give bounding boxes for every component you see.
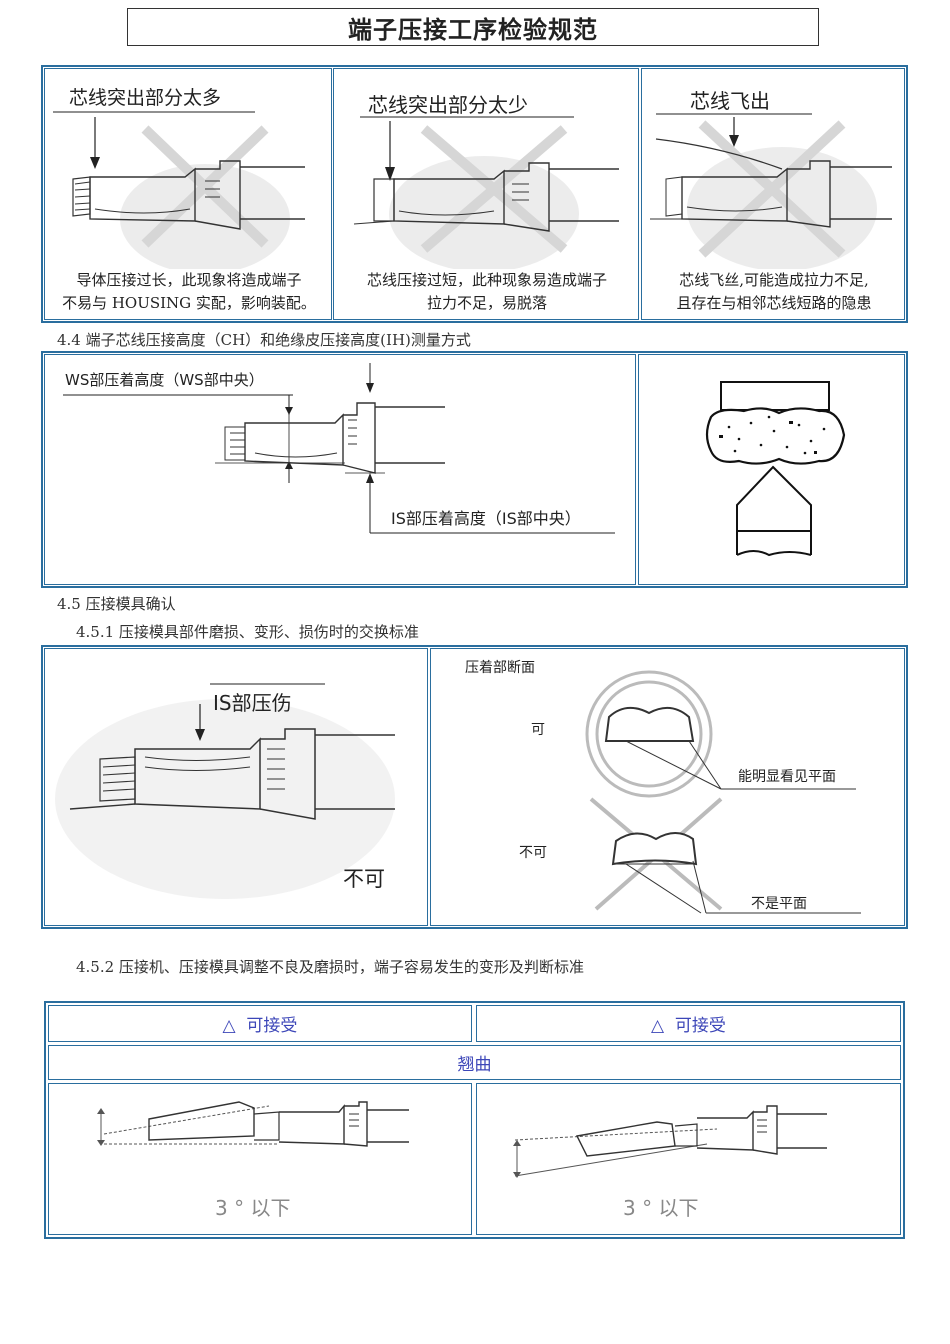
defect-cell-flying-strand: 芯线飞出 芯线飞丝,可能造成拉力不足, 且存在与相邻芯线短路的隐患 — [641, 68, 905, 320]
caption-line: 拉力不足，易脱落 — [426, 294, 547, 312]
crimp-height-diagram — [63, 363, 615, 534]
is-damage-label: IS部压伤 — [213, 691, 292, 715]
not-flat-label: 不是平面 — [751, 896, 807, 912]
flat-visible-label: 能明显看见平面 — [738, 769, 836, 785]
defect-caption: 芯线压接过短，此种现象易造成端子 拉力不足，易脱落 — [334, 269, 640, 315]
is-damage-cell: IS部压伤 不可 — [44, 648, 428, 926]
terminal-flying-strand-illustration — [650, 113, 892, 269]
warp-right-illustration — [513, 1105, 827, 1178]
warp-category-row: 翘曲 — [48, 1045, 901, 1080]
page-title: 端子压接工序检验规范 — [127, 8, 819, 46]
deformation-table — [44, 1001, 905, 1239]
measurement-diagram-cell: WS部压着高度（WS部中央） IS部压着高度（IS部中央） — [44, 354, 636, 585]
micrometer-cell — [638, 354, 905, 585]
is-damage-illustration — [55, 683, 395, 899]
terminal-too-long-illustration — [53, 111, 305, 269]
section-heading-4-5-2: 4.5.2 压接机、压接模具调整不良及磨损时，端子容易发生的变形及判断标准 — [76, 958, 584, 976]
caption-line: 芯线压接过短，此种现象易造成端子 — [366, 271, 607, 289]
acceptable-header-right: △ 可接受 — [476, 1005, 901, 1042]
angle-note: 3 ° 以下 — [623, 1196, 699, 1220]
caption-line: 不易与 HOUSING 实配，影响装配。 — [62, 294, 316, 312]
defect-caption: 芯线飞丝,可能造成拉力不足, 且存在与相邻芯线短路的隐患 — [642, 269, 906, 315]
caption-line: 导体压接过长，此现象将造成端子 — [76, 271, 302, 289]
defect-cell-too-short: 芯线突出部分太少 芯线压接过短，此种现象易造成端子 拉力不足，易脱落 — [333, 68, 639, 320]
warp-example-left: 3 ° 以下 — [48, 1083, 472, 1235]
acceptable-header-left: △ 可接受 — [48, 1005, 472, 1042]
defect-label: 芯线突出部分太少 — [368, 93, 528, 117]
not-ok-small-label: 不可 — [519, 845, 547, 861]
die-check-frame — [41, 645, 908, 929]
cross-section-cell: 压着部断面 可 能明显看见平面 不可 不是平面 — [430, 648, 905, 926]
cross-section-title: 压着部断面 — [465, 660, 535, 676]
section-heading-4-5: 4.5 压接模具确认 — [57, 595, 176, 613]
caption-line: 芯线飞丝,可能造成拉力不足, — [679, 271, 869, 289]
warp-example-right: 3 ° 以下 — [476, 1083, 901, 1235]
warp-left-illustration — [97, 1101, 409, 1147]
caption-line: 且存在与相邻芯线短路的隐患 — [676, 294, 872, 312]
section-heading-4-4: 4.4 端子芯线压接高度（CH）和绝缘皮压接高度(IH)测量方式 — [57, 331, 471, 349]
defect-table — [41, 65, 908, 323]
not-ok-label: 不可 — [343, 867, 385, 891]
defect-label: 芯线飞出 — [690, 89, 770, 113]
terminal-too-short-illustration — [353, 116, 619, 269]
micrometer-measurement-icon — [705, 381, 846, 557]
defect-cell-too-long: 芯线突出部分太多 导体压接过长，此现象将造成端子 不易与 HOUSING 实配，… — [44, 68, 332, 320]
section-heading-4-5-1: 4.5.1 压接模具部件磨损、变形、损伤时的交换标准 — [76, 623, 419, 641]
defect-caption: 导体压接过长，此现象将造成端子 不易与 HOUSING 实配，影响装配。 — [45, 269, 333, 315]
cross-section-diagram — [585, 670, 861, 914]
ok-label: 可 — [531, 722, 545, 738]
ws-crimp-height-label: WS部压着高度（WS部中央） — [65, 371, 264, 389]
angle-note: 3 ° 以下 — [215, 1196, 291, 1220]
defect-label: 芯线突出部分太多 — [69, 87, 222, 109]
measurement-frame — [41, 351, 908, 588]
is-crimp-height-label: IS部压着高度（IS部中央） — [391, 509, 581, 528]
